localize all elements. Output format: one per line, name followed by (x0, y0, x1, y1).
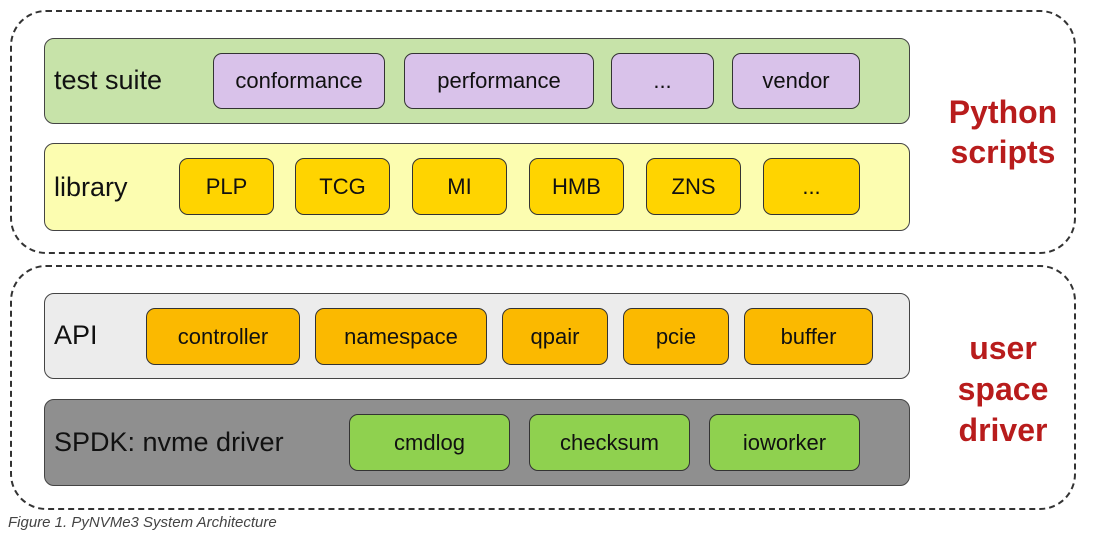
api-label: API (54, 320, 98, 350)
module-tcg: TCG (295, 158, 390, 215)
module-vendor: vendor (732, 53, 860, 109)
python-scripts-label: Python scripts (930, 92, 1076, 172)
python-scripts-label-line2: scripts (950, 134, 1056, 170)
module-cmdlog: cmdlog (349, 414, 510, 471)
python-scripts-group (10, 10, 1076, 254)
user-space-driver-label: user space driver (930, 328, 1076, 451)
module-mi: MI (412, 158, 507, 215)
module-ioworker: ioworker (709, 414, 860, 471)
module-buffer: buffer (744, 308, 873, 365)
user-space-driver-group (10, 265, 1076, 510)
python-scripts-label-line1: Python (948, 94, 1058, 130)
library-label: library (54, 172, 128, 202)
module-pcie: pcie (623, 308, 729, 365)
user-space-driver-label-line1: user (969, 330, 1037, 366)
user-space-driver-label-line3: driver (958, 412, 1048, 448)
module-qpair: qpair (502, 308, 608, 365)
module-ellipsis-test-suite: ... (611, 53, 714, 109)
test-suite-label: test suite (54, 65, 163, 95)
module-zns: ZNS (646, 158, 741, 215)
module-ellipsis-library: ... (763, 158, 860, 215)
module-controller: controller (146, 308, 300, 365)
module-checksum: checksum (529, 414, 690, 471)
figure-caption: Figure 1. PyNVMe3 System Architecture (8, 514, 277, 531)
module-plp: PLP (179, 158, 274, 215)
module-hmb: HMB (529, 158, 624, 215)
user-space-driver-label-line2: space (957, 371, 1049, 407)
spdk-label: SPDK: nvme driver (54, 427, 284, 457)
module-conformance: conformance (213, 53, 385, 109)
module-performance: performance (404, 53, 594, 109)
module-namespace: namespace (315, 308, 487, 365)
